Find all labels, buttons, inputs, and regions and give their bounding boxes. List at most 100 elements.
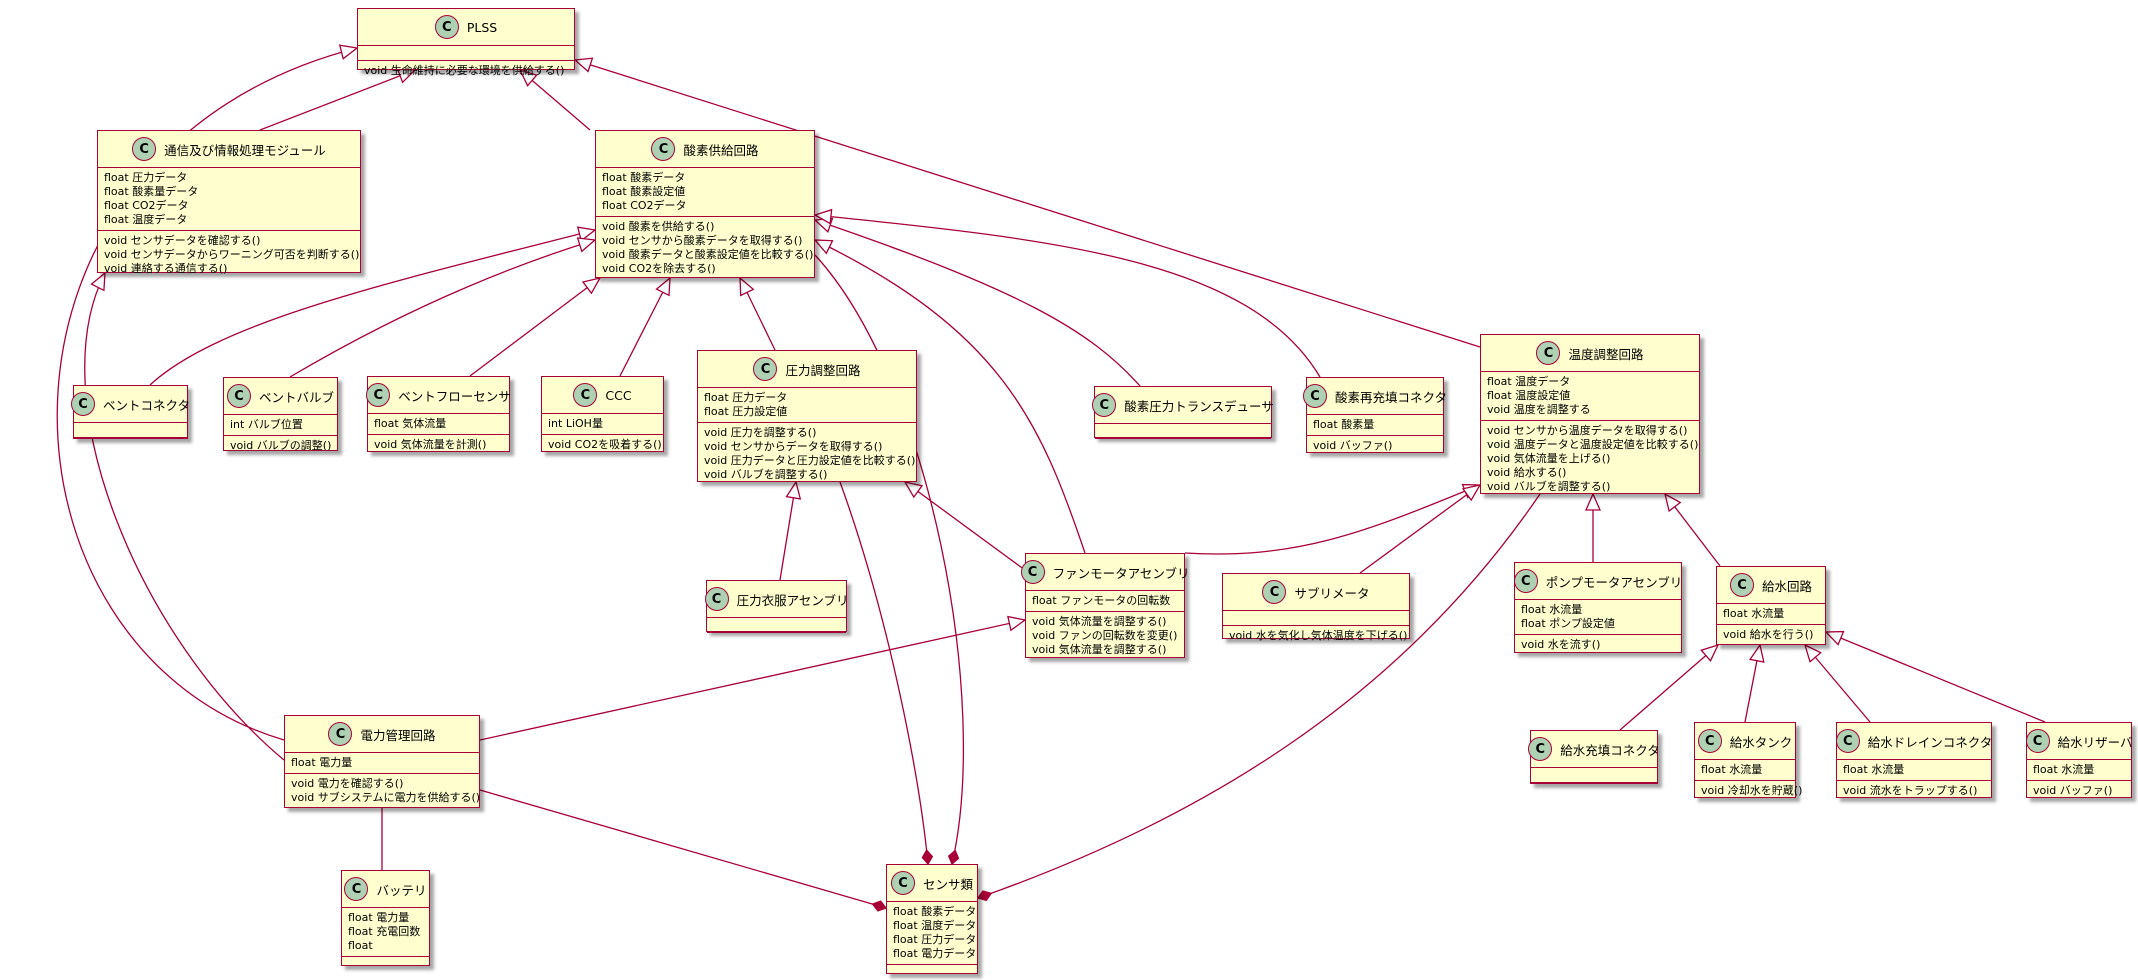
class-stereotype-icon: C — [2025, 729, 2050, 753]
relation-inheritance — [259, 69, 416, 131]
class-method: void 生命維持に必要な環境を供給する() — [364, 64, 565, 77]
inheritance-arrowhead — [813, 239, 834, 255]
relation-inheritance — [814, 214, 1321, 378]
class-methods-section: void 電力を確認する()void サブシステムに電力を供給する() — [285, 773, 480, 808]
class-field: float 温度データ — [1487, 375, 1571, 388]
class-fields-section: float ファンモータの回転数 — [1026, 590, 1184, 611]
class-field: float CO2データ — [104, 199, 189, 212]
class-name: 給水ドレインコネクタ — [1867, 734, 1993, 750]
inheritance-arrowhead — [1824, 630, 1845, 646]
class-name: 温度調整回路 — [1568, 346, 1644, 362]
class-stereotype-icon: C — [132, 137, 157, 161]
relation-inheritance — [814, 239, 1086, 554]
relation-composition — [814, 254, 965, 865]
class-methods-section: void 水を流す() — [1515, 634, 1681, 655]
inheritance-arrowhead — [581, 277, 602, 295]
class-fields-section: float 水流量 — [1695, 759, 1795, 780]
class-stereotype-icon: C — [753, 357, 778, 381]
class-stereotype-icon: C — [434, 15, 459, 39]
class-fields-section — [707, 617, 846, 632]
inheritance-arrowhead — [1664, 492, 1682, 513]
class-name: 給水タンク — [1729, 734, 1793, 750]
class-method: void センサから酸素データを取得する() — [602, 234, 803, 247]
class-stereotype-icon: C — [1303, 384, 1327, 408]
class-methods-section: void バッファ() — [2027, 780, 2131, 801]
class-stereotype-icon: C — [1729, 573, 1754, 597]
class-name: CCC — [605, 387, 632, 403]
class-fields-section: float 気体流量 — [368, 413, 509, 434]
relation-inheritance — [814, 219, 1141, 387]
class-name: ファンモータアセンブリ — [1052, 565, 1190, 581]
class-method: void バルブを調整する() — [704, 468, 828, 481]
class-header: C 給水ドレインコネクタ — [1835, 723, 1993, 759]
class-methods-section — [1095, 438, 1271, 453]
class-stereotype-icon: C — [1513, 569, 1538, 593]
class-field: float 温度データ — [893, 919, 977, 932]
class-name: 通信及び情報処理モジュール — [164, 142, 326, 158]
class-method: void 圧力を調整する() — [704, 426, 817, 439]
inheritance-arrowhead — [1007, 615, 1027, 632]
class-name: センサ類 — [922, 876, 973, 892]
class-method: void センサから温度データを取得する() — [1487, 424, 1688, 437]
inheritance-arrowhead — [573, 57, 594, 73]
class-header: C 圧力調整回路 — [698, 351, 916, 387]
class-field: float CO2データ — [602, 199, 687, 212]
class-field: int バルブ位置 — [230, 418, 303, 431]
class-stereotype-icon: C — [1697, 729, 1722, 753]
inheritance-arrowhead — [655, 276, 671, 297]
class-method: void センサからデータを取得する() — [704, 440, 883, 453]
class-method: void 電力を確認する() — [291, 777, 404, 790]
class-methods-section: void 給水を行う() — [1717, 624, 1825, 645]
inheritance-arrowhead — [813, 208, 833, 225]
class-method: void バルブを調整する() — [1487, 480, 1611, 493]
class-method: void 酸素データと酸素設定値を比較する() — [602, 248, 814, 261]
class-field: float 電力量 — [291, 756, 353, 769]
class-name: 圧力調整回路 — [785, 362, 861, 378]
class-fields-section: float 酸素量 — [1307, 414, 1443, 435]
class-fields-section: float 水流量 — [1717, 603, 1825, 624]
class-method: void ファンの回転数を変更() — [1032, 629, 1178, 642]
class-name: ベントバルブ — [258, 389, 334, 405]
class-field: float 圧力データ — [704, 391, 788, 404]
class-method: void 圧力データと圧力設定値を比較する() — [704, 454, 916, 467]
class-fields-section — [1531, 767, 1657, 782]
class-methods-section: void 酸素を供給する()void センサから酸素データを取得する()void… — [596, 216, 814, 279]
class-field: float 温度設定値 — [1487, 389, 1571, 402]
class-stereotype-icon: C — [1835, 729, 1860, 753]
inheritance-arrowhead — [576, 226, 597, 242]
relation-inheritance — [149, 229, 596, 386]
class-header: C 給水タンク — [1695, 723, 1795, 759]
class-name: ベントコネクタ — [103, 397, 191, 413]
class-method: void 水を気化し気体温度を下げる() — [1229, 629, 1408, 642]
class-fields-section: float 電力量 — [285, 752, 479, 773]
class-field: int LiOH量 — [548, 417, 603, 430]
class-fields-section: int バルブ位置 — [224, 414, 337, 435]
composition-diamond — [921, 848, 934, 866]
class-method: void バッファ() — [2033, 784, 2113, 797]
